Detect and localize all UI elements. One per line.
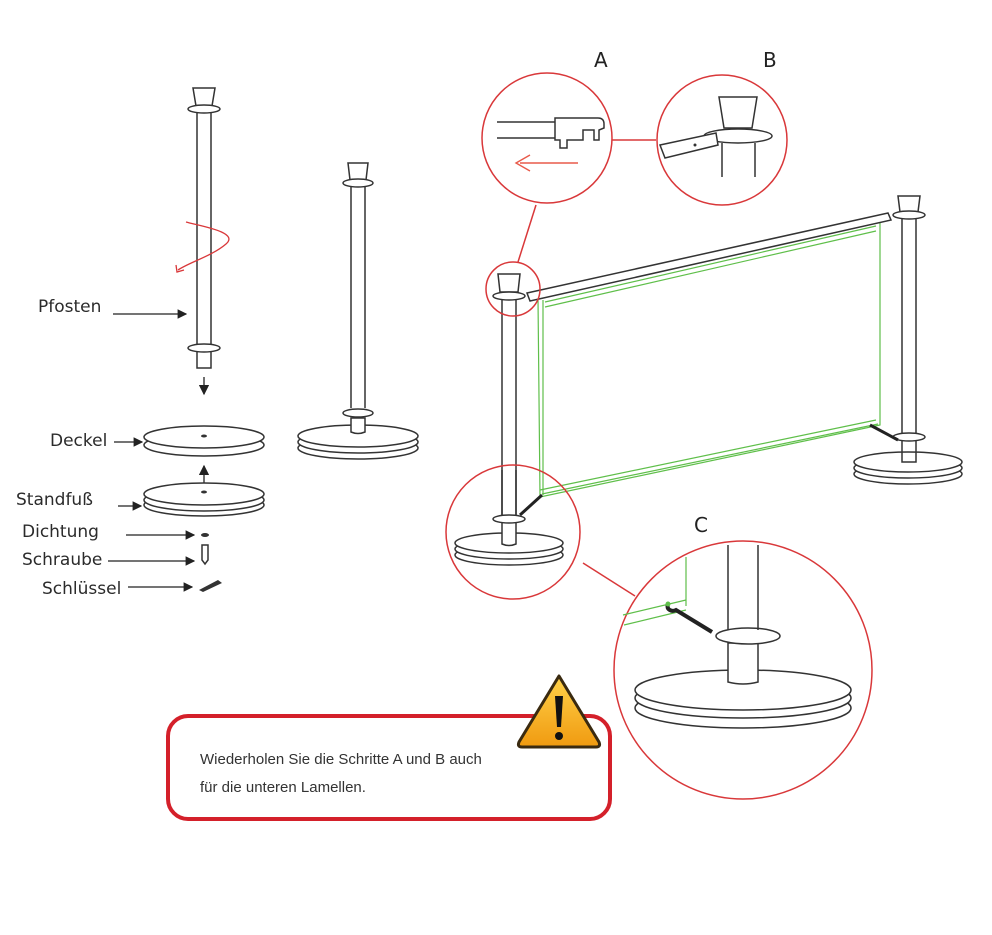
warning-icon bbox=[516, 674, 602, 749]
label-schluessel: Schlüssel bbox=[42, 579, 121, 599]
assembled-post bbox=[297, 162, 419, 460]
schluessel-part bbox=[199, 580, 222, 592]
label-pfosten: Pfosten bbox=[38, 297, 101, 317]
warning-note: Wiederholen Sie die Schritte A und B auc… bbox=[166, 674, 612, 821]
standfuss-part bbox=[143, 482, 265, 517]
label-schraube: Schraube bbox=[22, 550, 102, 570]
detail-c-callout bbox=[613, 540, 873, 800]
part-labels: Pfosten Deckel Standfuß Dichtung Schraub… bbox=[16, 297, 196, 599]
rotate-arrow-icon bbox=[177, 221, 230, 271]
detail-label-a: A bbox=[594, 48, 608, 72]
label-dichtung: Dichtung bbox=[22, 522, 99, 542]
detail-a-marker bbox=[485, 261, 541, 317]
label-deckel: Deckel bbox=[50, 431, 107, 451]
note-line-1: Wiederholen Sie die Schritte A und B auc… bbox=[200, 751, 482, 768]
detail-a-callout bbox=[481, 72, 613, 204]
barrier-assembly bbox=[492, 195, 963, 517]
dichtung-part bbox=[201, 533, 209, 537]
schraube-part bbox=[201, 544, 209, 566]
detail-label-c: C bbox=[694, 513, 708, 537]
detail-label-b: B bbox=[763, 48, 777, 72]
label-standfuss: Standfuß bbox=[16, 490, 93, 510]
exploded-post bbox=[143, 87, 265, 592]
detail-b-callout bbox=[656, 74, 788, 206]
slide-left-arrow-icon bbox=[514, 154, 531, 172]
note-line-2: für die unteren Lamellen. bbox=[200, 779, 366, 796]
deckel-part bbox=[143, 425, 265, 457]
detail-c-marker bbox=[445, 464, 581, 600]
